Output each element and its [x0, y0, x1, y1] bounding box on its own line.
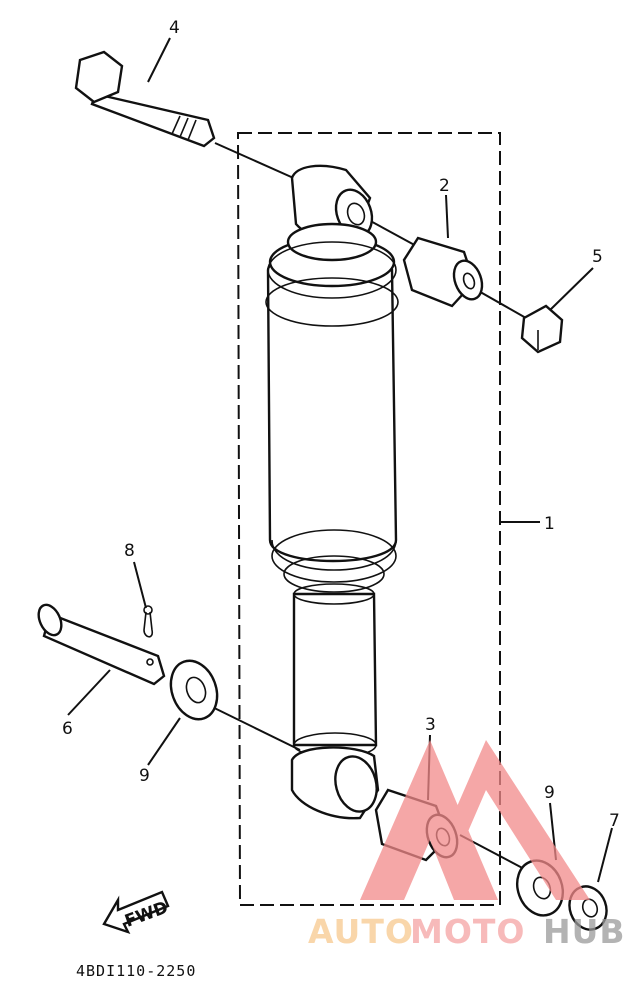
- cotter-pin: [143, 605, 154, 638]
- callout-5: 5: [592, 247, 603, 267]
- callout-1: 1: [544, 514, 555, 534]
- callout-9-right: 9: [544, 783, 555, 803]
- watermark-auto: AUTO: [308, 912, 414, 951]
- left-washer: [169, 659, 219, 721]
- watermark-logo: AUTO MOTO HUB: [308, 740, 626, 951]
- lower-mount-eye: [290, 746, 380, 820]
- shock-lower-tube: [292, 583, 378, 758]
- watermark-moto: MOTO: [410, 912, 525, 951]
- callout-2: 2: [439, 176, 450, 196]
- upper-collar: [402, 236, 484, 308]
- upper-mount-eye: [290, 164, 374, 243]
- upper-nut: [520, 304, 564, 354]
- callout-8: 8: [124, 541, 135, 561]
- forward-direction-arrow: FWD: [102, 890, 171, 935]
- watermark-triangle-icon: [360, 740, 498, 900]
- part-code: 4BDI110-2250: [76, 962, 196, 980]
- callout-3: 3: [425, 715, 436, 735]
- assembly-boundary: [236, 132, 501, 906]
- callout-4: 4: [169, 18, 180, 38]
- lower-mounting-pin: [37, 603, 166, 686]
- upper-mounting-bolt: [74, 50, 216, 148]
- callout-6: 6: [62, 719, 73, 739]
- watermark-hub: HUB: [543, 912, 626, 951]
- shock-absorber-body: [265, 222, 399, 593]
- callout-7: 7: [609, 811, 620, 831]
- callout-9-left: 9: [139, 766, 150, 786]
